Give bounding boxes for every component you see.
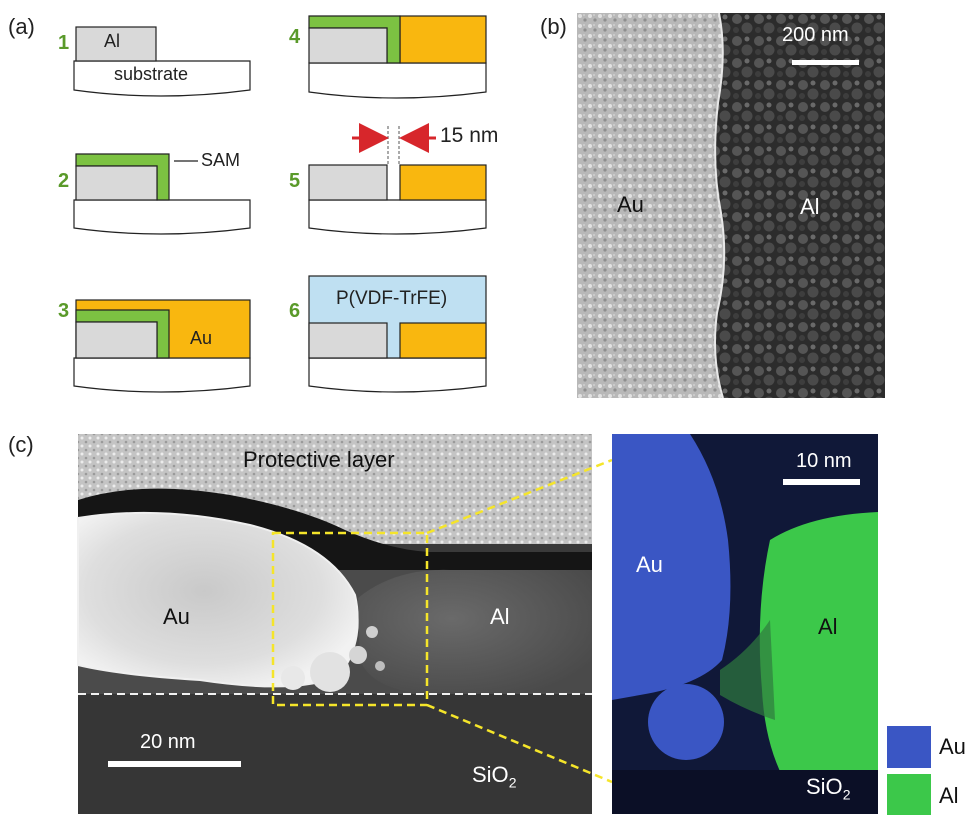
- eds-sio2-label: SiO2: [806, 774, 851, 803]
- tem-au-particle: [310, 652, 350, 692]
- sem-al-label: Al: [800, 194, 820, 219]
- step-number-2: 2: [58, 170, 70, 192]
- step-number-5: 5: [289, 170, 301, 192]
- panel-b-label: (b): [540, 14, 567, 39]
- tem-au-particle: [375, 661, 385, 671]
- tem-sio2-label: SiO2: [472, 762, 517, 791]
- eds-au-label: Au: [636, 552, 663, 577]
- au-electrode: [399, 164, 487, 201]
- sem-image: [577, 13, 885, 398]
- tem-au-particle: [366, 626, 378, 638]
- step-5-diagram: [308, 123, 487, 235]
- legend-au-label: Au: [939, 734, 966, 759]
- au-electrode: [399, 15, 487, 64]
- tem-au-particle: [281, 666, 305, 690]
- step-1-diagram: [73, 26, 251, 97]
- tem-al-label: Al: [490, 604, 510, 629]
- tem-sio2-substrate: [78, 694, 592, 814]
- substrate: [308, 199, 487, 235]
- eds-au-region: [612, 434, 731, 700]
- eds-scalebar-label: 10 nm: [796, 450, 852, 472]
- eds-sio2-substrate: [612, 770, 878, 814]
- step-1-al-label: Al: [104, 31, 121, 51]
- substrate: [308, 62, 487, 99]
- tem-au-electrode: [77, 511, 359, 688]
- sam-label: SAM: [201, 150, 241, 170]
- tem-scalebar-label: 20 nm: [140, 731, 196, 753]
- tem-scalebar: [108, 761, 241, 767]
- sem-au-region: [577, 13, 725, 398]
- eds-interface-mixed: [720, 620, 775, 720]
- step-number-1: 1: [58, 32, 70, 54]
- gap-width-label: 15 nm: [440, 124, 499, 147]
- step-3-diagram: [73, 299, 251, 393]
- pvdf-trfe-label: P(VDF-TrFE): [336, 288, 448, 309]
- zoom-connector-bottom: [426, 703, 613, 784]
- substrate: [73, 199, 251, 235]
- step-1-substrate-label: substrate: [114, 64, 189, 84]
- eds-map: [612, 434, 878, 814]
- sem-scalebar-label: 200 nm: [782, 24, 849, 46]
- al-electrode: [75, 165, 158, 201]
- sem-boundary: [714, 13, 726, 398]
- substrate: [73, 60, 251, 97]
- step-2-diagram: [73, 153, 251, 235]
- legend-al-label: Al: [939, 783, 959, 808]
- step-number-4: 4: [289, 26, 301, 48]
- al-electrode: [75, 321, 158, 359]
- au-electrode: [399, 322, 487, 359]
- tem-image: [77, 434, 592, 814]
- sem-au-label: Au: [617, 192, 644, 217]
- eds-au-particle: [648, 684, 724, 760]
- legend-al-swatch: [887, 774, 931, 815]
- step-number-3: 3: [58, 300, 70, 322]
- substrate: [73, 357, 251, 393]
- tem-au-label: Au: [163, 604, 190, 629]
- panel-a-label: (a): [8, 14, 35, 39]
- legend-au-swatch: [887, 726, 931, 768]
- step-number-6: 6: [289, 300, 301, 322]
- tem-au-particle: [349, 646, 367, 664]
- substrate: [308, 357, 487, 393]
- eds-al-label: Al: [818, 614, 838, 639]
- eds-al-region: [759, 512, 878, 790]
- tem-eds-figure: [77, 434, 931, 815]
- al-electrode: [308, 322, 388, 359]
- al-electrode: [75, 26, 157, 62]
- zoom-connector-top: [426, 458, 613, 535]
- eds-scalebar: [783, 479, 860, 485]
- panel-c-label: (c): [8, 432, 34, 457]
- step-3-au-label: Au: [190, 328, 213, 348]
- zoom-region-box: [271, 531, 429, 707]
- tem-protective-layer-label: Protective layer: [243, 447, 395, 472]
- fabrication-schematic: [73, 15, 487, 393]
- step-4-diagram: [308, 15, 487, 99]
- al-electrode: [308, 164, 388, 201]
- al-electrode: [308, 27, 388, 64]
- sem-scalebar: [792, 60, 859, 65]
- step-6-diagram: [308, 275, 487, 393]
- tem-al-electrode: [358, 569, 592, 692]
